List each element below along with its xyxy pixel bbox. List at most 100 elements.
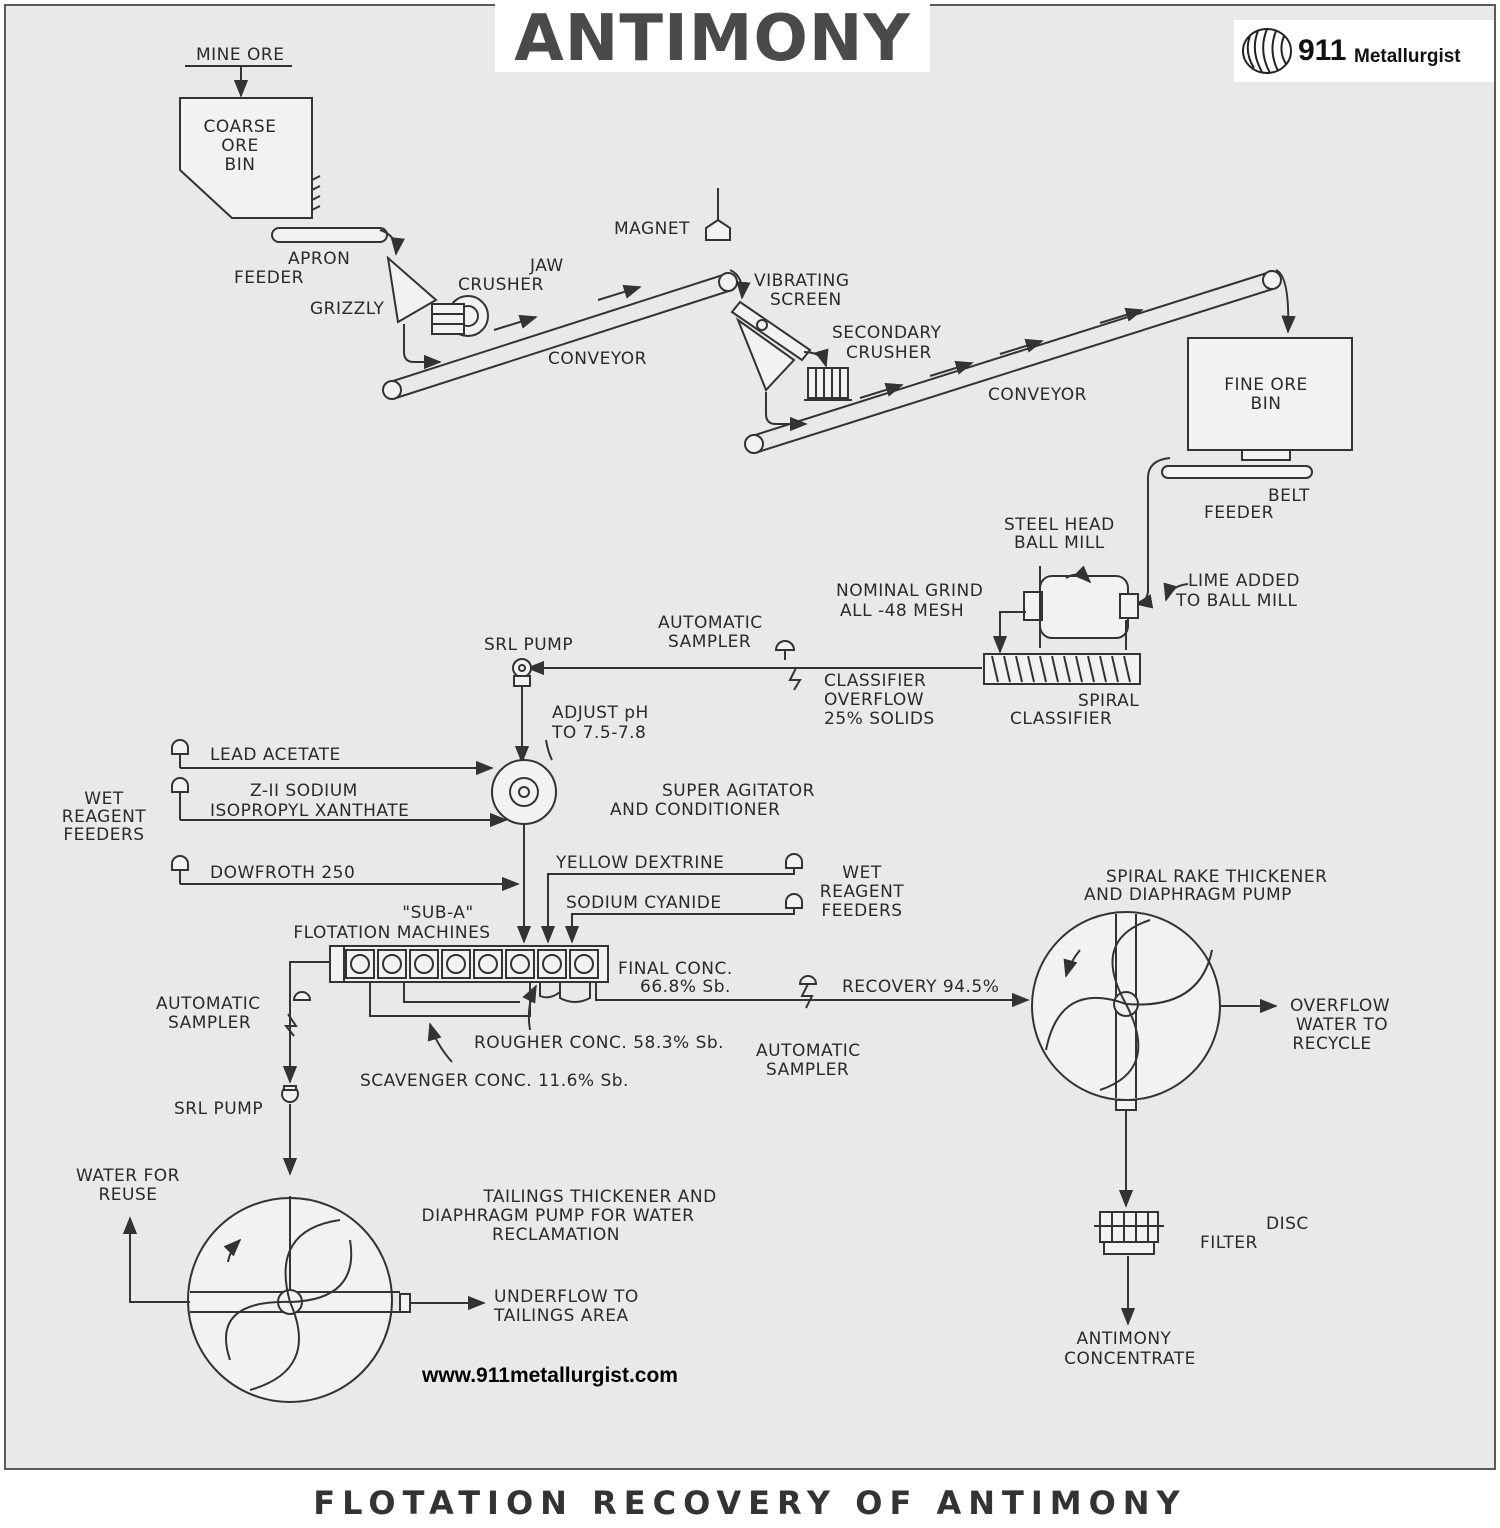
logo: 911 Metallurgist xyxy=(1234,20,1494,82)
super-agitator-label-2: AND CONDITIONER xyxy=(610,800,780,820)
auto-sampler-left-label-2: SAMPLER xyxy=(168,1013,251,1033)
underflow-label-1: UNDERFLOW TO xyxy=(494,1287,639,1307)
yellow-dextrine-label: YELLOW DEXTRINE xyxy=(555,853,724,873)
z11-label-1: Z-II SODIUM xyxy=(250,781,358,801)
tailings-thickener-label-3: RECLAMATION xyxy=(492,1225,620,1245)
classifier-overflow-label-2: OVERFLOW xyxy=(824,690,924,710)
spiral-rake-label-1: SPIRAL RAKE THICKENER xyxy=(1106,867,1327,887)
spiral-classifier-label-1: SPIRAL xyxy=(1078,691,1139,711)
jaw-crusher-label-1: JAW xyxy=(529,256,564,276)
vibrating-screen-label-2: SCREEN xyxy=(770,290,842,310)
spiral-rake-thickener xyxy=(1031,911,1221,1111)
reagent-feeder-yellow-dextrine xyxy=(785,853,803,869)
automatic-sampler-top xyxy=(774,640,802,691)
apron-feeder xyxy=(271,227,388,243)
srl-pump-top xyxy=(512,658,532,687)
wet-reagent-left-label-3: FEEDERS xyxy=(63,825,144,845)
vibrating-screen xyxy=(730,300,812,392)
final-conc-label-2: 66.8% Sb. xyxy=(640,977,731,997)
super-agitator xyxy=(491,759,557,825)
conveyor-1 xyxy=(382,272,738,400)
secondary-crusher-label-2: CRUSHER xyxy=(846,343,932,363)
classifier-overflow-label-3: 25% SOLIDS xyxy=(824,709,935,729)
secondary-crusher-label-1: SECONDARY xyxy=(832,323,942,343)
spiral-rake-label-2: AND DIAPHRAGM PUMP xyxy=(1084,885,1292,905)
coarse-bin-label-2: ORE xyxy=(221,136,258,156)
auto-sampler-mid-label-2: SAMPLER xyxy=(766,1060,849,1080)
coarse-ore-bin xyxy=(179,97,313,219)
disc-filter-label-2: FILTER xyxy=(1200,1233,1258,1253)
water-reuse-label-1: WATER FOR xyxy=(76,1166,180,1186)
super-agitator-label-1: SUPER AGITATOR xyxy=(662,781,815,801)
wet-reagent-right-label-1: WET xyxy=(842,863,882,883)
apron-feeder-label-2: FEEDER xyxy=(234,268,304,288)
ball-mill-label-2: BALL MILL xyxy=(1014,533,1105,553)
jaw-crusher-label-2: CRUSHER xyxy=(458,275,544,295)
conveyor-1-label: CONVEYOR xyxy=(548,349,647,369)
disc-filter xyxy=(1094,1211,1164,1255)
page-title: ANTIMONY xyxy=(495,4,930,74)
disc-filter-label-1: DISC xyxy=(1266,1214,1309,1234)
srl-pump-bottom-label: SRL PUMP xyxy=(174,1099,263,1119)
auto-sampler-top-label-2: SAMPLER xyxy=(668,632,751,652)
fine-ore-bin xyxy=(1187,337,1353,461)
automatic-sampler-middle xyxy=(798,975,818,1009)
grizzly xyxy=(386,255,438,324)
wet-reagent-left-label-1: WET xyxy=(84,789,124,809)
nominal-grind-label-2: ALL -48 MESH xyxy=(840,601,964,621)
spiral-classifier xyxy=(983,653,1141,685)
wet-reagent-right-label-3: FEEDERS xyxy=(821,901,902,921)
reagent-feeder-z11 xyxy=(171,777,189,820)
spiral-classifier-label-2: CLASSIFIER xyxy=(1010,709,1112,729)
apron-feeder-label-1: APRON xyxy=(288,249,350,269)
lime-added-label-1: LIME ADDED xyxy=(1188,571,1300,591)
auto-sampler-left-label-1: AUTOMATIC xyxy=(156,994,261,1014)
recovery-label: RECOVERY 94.5% xyxy=(842,977,999,997)
antimony-conc-label-1: ANTIMONY xyxy=(1077,1329,1172,1349)
reagent-feeder-lead-acetate xyxy=(171,739,189,768)
overflow-water-label-3: RECYCLE xyxy=(1292,1034,1371,1054)
srl-pump-top-label: SRL PUMP xyxy=(484,635,573,655)
z11-label-2: ISOPROPYL XANTHATE xyxy=(210,801,409,821)
tailings-thickener-label-2: DIAPHRAGM PUMP FOR WATER xyxy=(422,1206,695,1226)
tailings-thickener-label-1: TAILINGS THICKENER AND xyxy=(482,1187,716,1207)
sub-a-label-1: "SUB-A" xyxy=(402,903,473,923)
sub-a-label-2: FLOTATION MACHINES xyxy=(293,923,490,943)
logo-name: Metallurgist xyxy=(1354,46,1461,67)
ball-mill-label-1: STEEL HEAD xyxy=(1004,515,1115,535)
coarse-bin-label-3: BIN xyxy=(225,155,256,175)
coarse-bin-label-1: COARSE xyxy=(204,117,277,137)
wet-reagent-right-label-2: REAGENT xyxy=(820,882,905,902)
water-reuse-label-2: REUSE xyxy=(98,1185,157,1205)
reagent-feeder-dowfroth xyxy=(171,855,189,884)
adjust-ph-label-1: ADJUST pH xyxy=(552,703,649,723)
auto-sampler-top-label-1: AUTOMATIC xyxy=(658,613,763,633)
reagent-feeder-sodium-cyanide xyxy=(785,893,803,909)
website-url: www.911metallurgist.com xyxy=(421,1364,678,1387)
auto-sampler-mid-label-1: AUTOMATIC xyxy=(756,1041,861,1061)
fine-ore-bin-label-1: FINE ORE xyxy=(1224,375,1308,395)
magnet xyxy=(705,188,731,241)
flotation-machines xyxy=(329,945,609,983)
belt-feeder-label-2: FEEDER xyxy=(1204,503,1274,523)
conveyor-2 xyxy=(744,270,1282,454)
logo-globe-icon xyxy=(1242,28,1292,74)
fine-ore-bin-label-2: BIN xyxy=(1251,394,1282,414)
adjust-ph-label-2: TO 7.5-7.8 xyxy=(551,723,646,743)
scavenger-conc-label: SCAVENGER CONC. 11.6% Sb. xyxy=(360,1071,629,1091)
ball-mill xyxy=(1023,565,1139,650)
underflow-label-2: TAILINGS AREA xyxy=(493,1306,629,1326)
dowfroth-label: DOWFROTH 250 xyxy=(210,863,355,883)
jaw-crusher xyxy=(431,295,489,337)
srl-pump-bottom xyxy=(281,1085,299,1103)
belt-feeder xyxy=(1161,465,1313,479)
wet-reagent-left-label-2: REAGENT xyxy=(62,807,147,827)
grizzly-label: GRIZZLY xyxy=(310,299,385,319)
tailings-thickener xyxy=(187,1197,411,1403)
overflow-water-label-1: OVERFLOW xyxy=(1290,996,1390,1016)
lime-added-label-2: TO BALL MILL xyxy=(1175,591,1297,611)
logo-number: 911 xyxy=(1298,34,1347,67)
secondary-crusher xyxy=(804,367,852,401)
classifier-overflow-label-1: CLASSIFIER xyxy=(824,671,926,691)
